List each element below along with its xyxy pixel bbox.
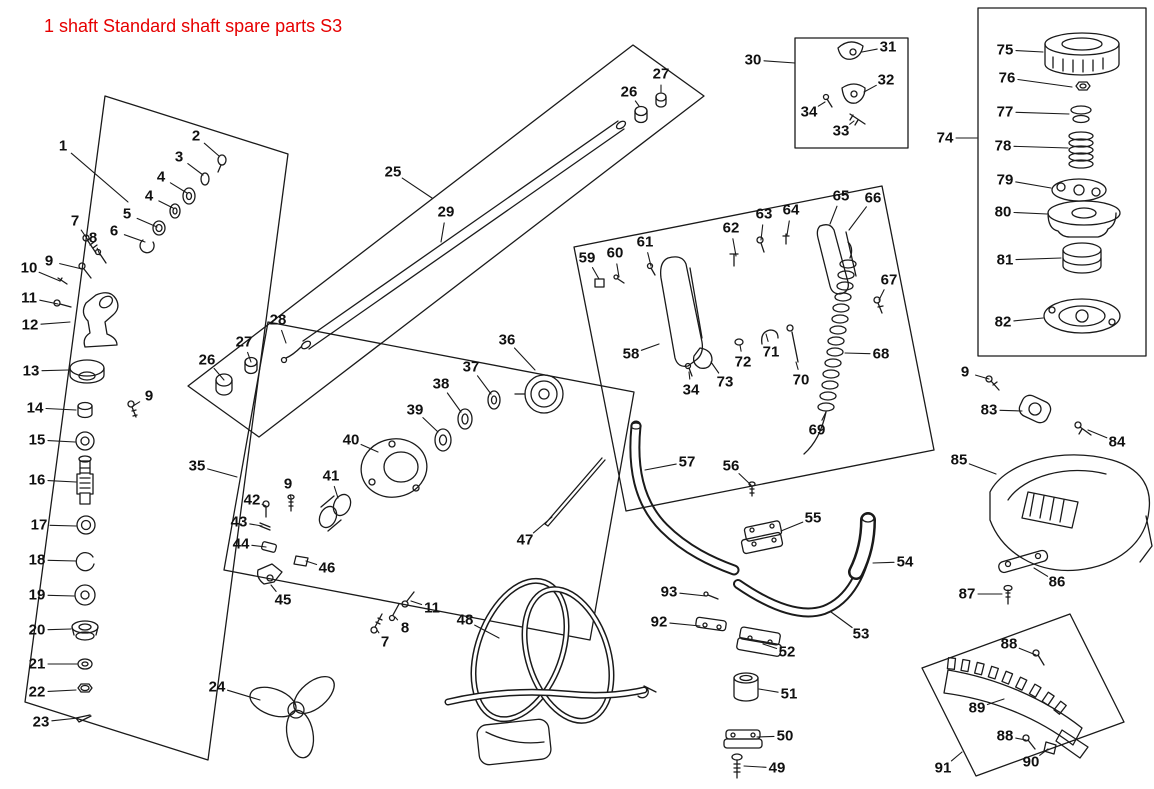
- drive-shaft-tube-box: [187, 44, 705, 438]
- mount-screws: [370, 591, 415, 634]
- throttle-box: [573, 185, 935, 512]
- leader-lines: [38, 48, 1108, 768]
- clutch-housing-box: [223, 321, 635, 641]
- shoulder-harness: [444, 577, 657, 766]
- clamp-83-84: [985, 375, 1092, 436]
- page-title: 1 shaft Standard shaft spare parts S3: [44, 16, 343, 36]
- guard-85-87: [989, 454, 1153, 605]
- handle-clamp-55-56: [740, 481, 784, 555]
- rasp-bar-box: [921, 613, 1125, 777]
- clamp-box-30: [794, 37, 909, 149]
- grease-rod: [544, 457, 606, 527]
- tri-blade-24: [249, 675, 335, 759]
- handle-tube-57: [629, 420, 740, 576]
- handlebar-53-54: [733, 512, 876, 618]
- gearhead-assembly-box: [24, 95, 289, 761]
- bushing-and-bolt: [723, 672, 763, 779]
- trimmer-head-box: [977, 7, 1147, 357]
- lower-clamp-52-92-93: [695, 591, 782, 657]
